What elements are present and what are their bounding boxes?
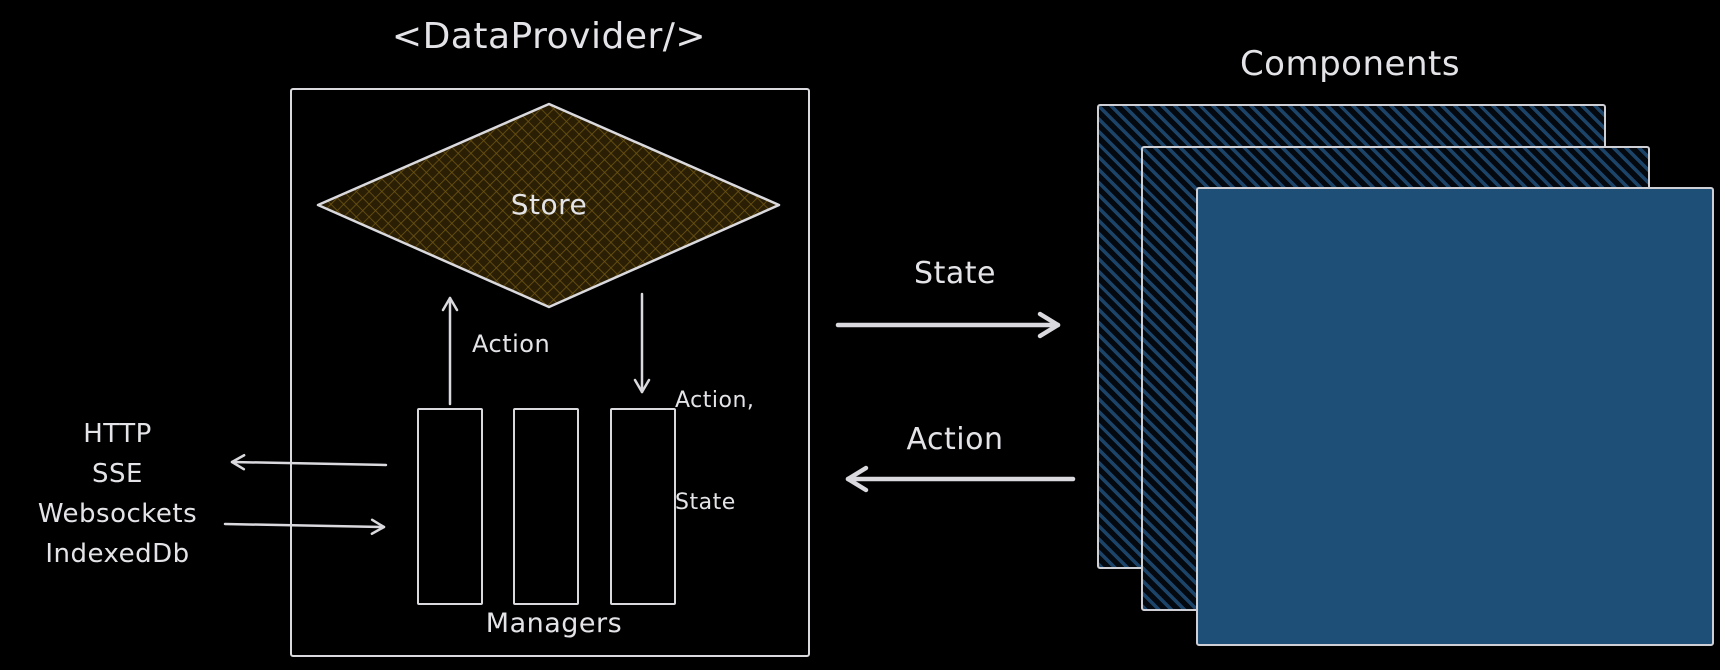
- store-label: Store: [510, 188, 588, 221]
- manager-rect-1: [417, 408, 483, 605]
- managers-label: Managers: [485, 608, 623, 639]
- component-card-front: [1196, 187, 1714, 646]
- manager-rect-3: [610, 408, 676, 605]
- external-sources-list: HTTP SSE Websockets IndexedDb: [15, 414, 220, 574]
- manager-rect-2: [513, 408, 579, 605]
- action-flow-label: Action: [906, 422, 1004, 457]
- action-state-label-line1: Action,: [675, 388, 755, 413]
- external-source-indexeddb: IndexedDb: [45, 539, 190, 569]
- external-source-sse: SSE: [92, 459, 143, 489]
- action-state-label-line2: State: [675, 490, 736, 515]
- action-up-label: Action: [472, 330, 551, 358]
- external-source-websockets: Websockets: [37, 499, 198, 529]
- state-flow-label: State: [914, 256, 996, 291]
- action-state-label: Action, State: [675, 316, 805, 588]
- external-source-http: HTTP: [83, 419, 152, 449]
- dataprovider-box: [290, 88, 810, 657]
- dataprovider-title: <DataProvider/>: [391, 16, 707, 57]
- components-title: Components: [1239, 44, 1461, 84]
